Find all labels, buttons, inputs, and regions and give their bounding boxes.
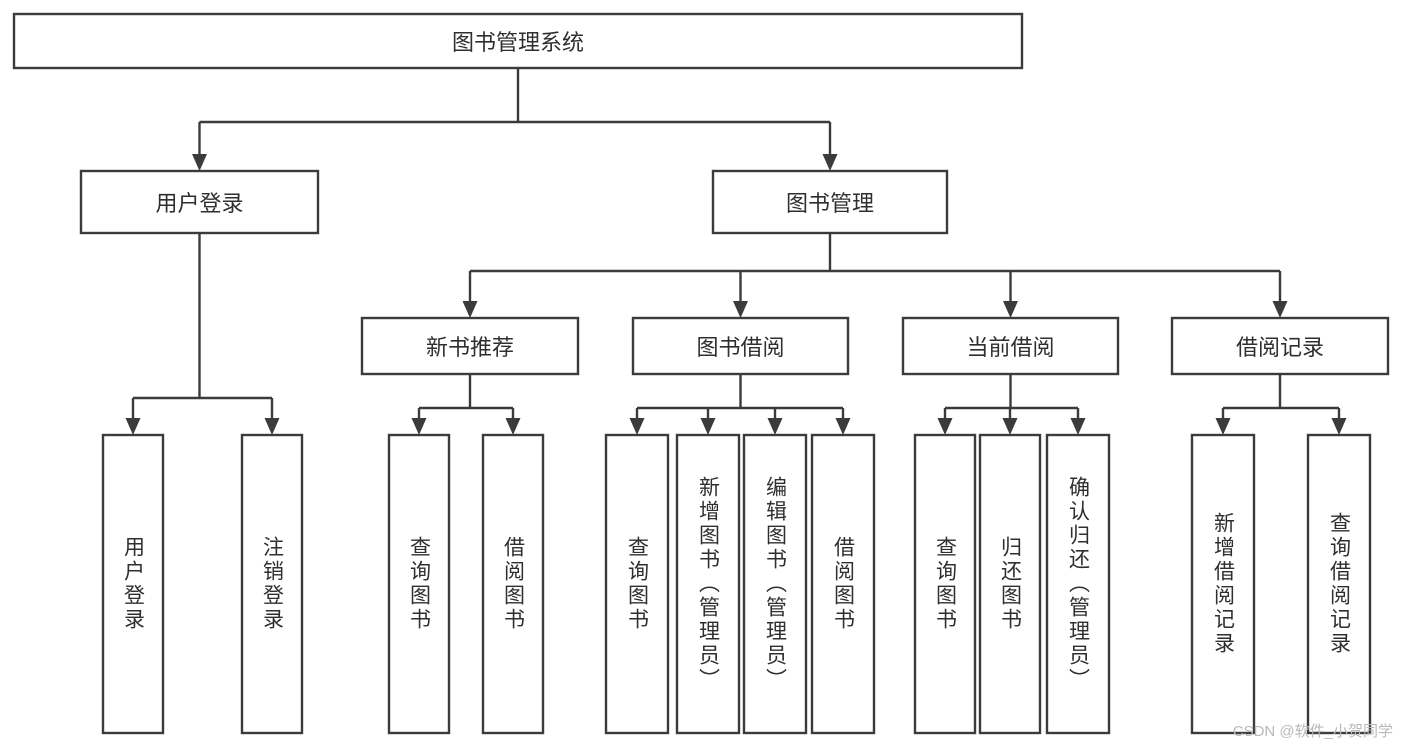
- arrow-head-icon: [1215, 418, 1231, 435]
- node-box-leaf-add-book[interactable]: [675, 433, 741, 735]
- node-box-book-manage[interactable]: [711, 169, 949, 235]
- node-box-leaf-borrow-book-1[interactable]: [481, 433, 545, 735]
- arrow-head-icon: [1003, 301, 1018, 318]
- node-box-leaf-return-book[interactable]: [978, 433, 1042, 735]
- arrow-head-icon: [411, 418, 427, 435]
- arrow-head-icon: [462, 301, 478, 318]
- node-box-new-book-recommend[interactable]: [360, 316, 580, 376]
- node-box-leaf-query-book-2[interactable]: [604, 433, 670, 735]
- arrow-head-icon: [505, 418, 521, 435]
- node-box-borrow-record[interactable]: [1170, 316, 1390, 376]
- node-box-leaf-user-login[interactable]: [101, 433, 165, 735]
- node-box-user-login[interactable]: [79, 169, 320, 235]
- arrow-head-icon: [1002, 418, 1018, 435]
- arrow-head-icon: [192, 154, 207, 171]
- arrow-head-icon: [1331, 418, 1347, 435]
- arrow-head-icon: [125, 418, 141, 435]
- arrow-head-icon: [822, 154, 838, 171]
- arrow-head-icon: [767, 418, 783, 435]
- node-box-leaf-logout-login[interactable]: [240, 433, 304, 735]
- node-box-book-borrow[interactable]: [631, 316, 850, 376]
- node-box-current-borrow[interactable]: [901, 316, 1120, 376]
- node-box-leaf-borrow-book-2[interactable]: [810, 433, 876, 735]
- arrow-head-icon: [835, 418, 851, 435]
- node-box-leaf-add-record[interactable]: [1190, 433, 1256, 735]
- arrow-head-icon: [733, 301, 748, 318]
- arrow-head-icon: [700, 418, 716, 435]
- node-box-root[interactable]: [12, 12, 1024, 70]
- arrow-head-icon: [629, 418, 645, 435]
- arrow-head-icon: [1272, 301, 1288, 318]
- node-box-leaf-query-record[interactable]: [1306, 433, 1372, 735]
- node-box-leaf-edit-book[interactable]: [742, 433, 808, 735]
- node-box-leaf-query-book-3[interactable]: [913, 433, 977, 735]
- node-box-leaf-query-book-1[interactable]: [387, 433, 451, 735]
- watermark: CSDN @软件_小贺同学: [1232, 723, 1393, 740]
- arrow-head-icon: [937, 418, 953, 435]
- arrow-head-icon: [264, 418, 280, 435]
- arrow-head-icon: [1070, 418, 1086, 435]
- node-box-layer: [12, 12, 1390, 735]
- connector-layer: [125, 68, 1347, 435]
- node-box-leaf-confirm-return[interactable]: [1045, 433, 1111, 735]
